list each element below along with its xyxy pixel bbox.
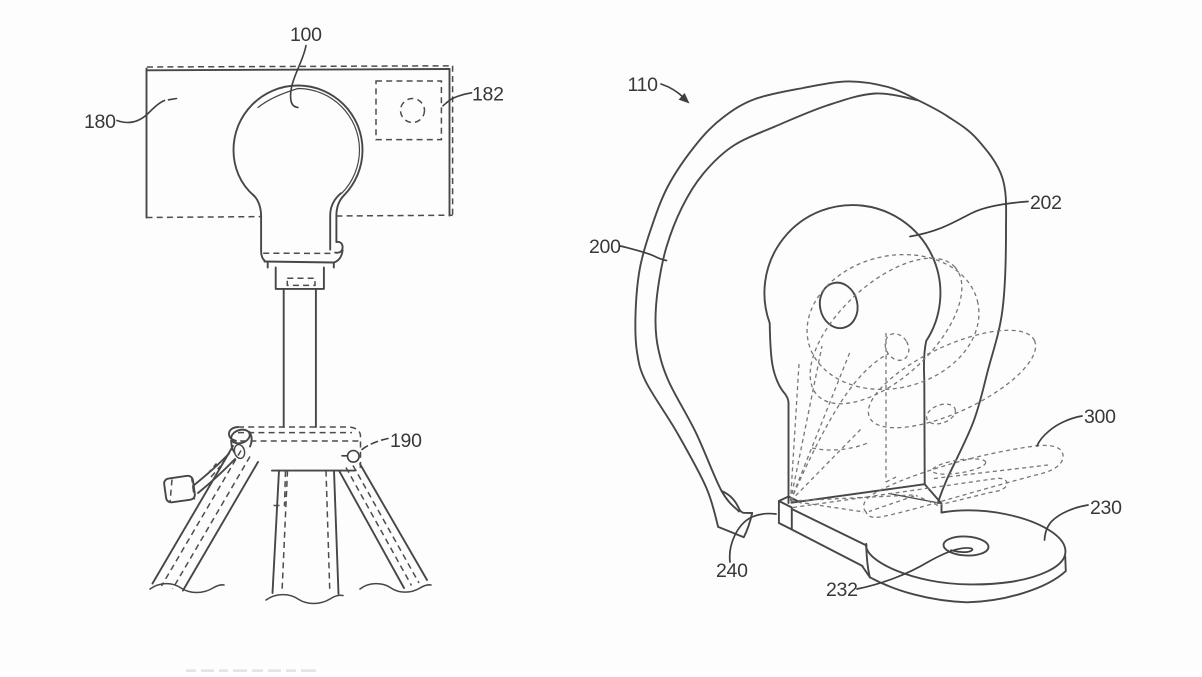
svg-text:200: 200 [589, 236, 621, 258]
svg-text:202: 202 [1030, 192, 1062, 214]
svg-text:180: 180 [84, 111, 116, 133]
svg-text:300: 300 [1084, 406, 1116, 428]
svg-text:240: 240 [716, 560, 748, 582]
svg-text:182: 182 [472, 84, 504, 106]
svg-text:100: 100 [290, 24, 322, 46]
svg-text:110: 110 [628, 74, 659, 96]
svg-text:230: 230 [1090, 497, 1122, 519]
svg-text:232: 232 [826, 579, 858, 601]
svg-text:190: 190 [390, 430, 422, 452]
